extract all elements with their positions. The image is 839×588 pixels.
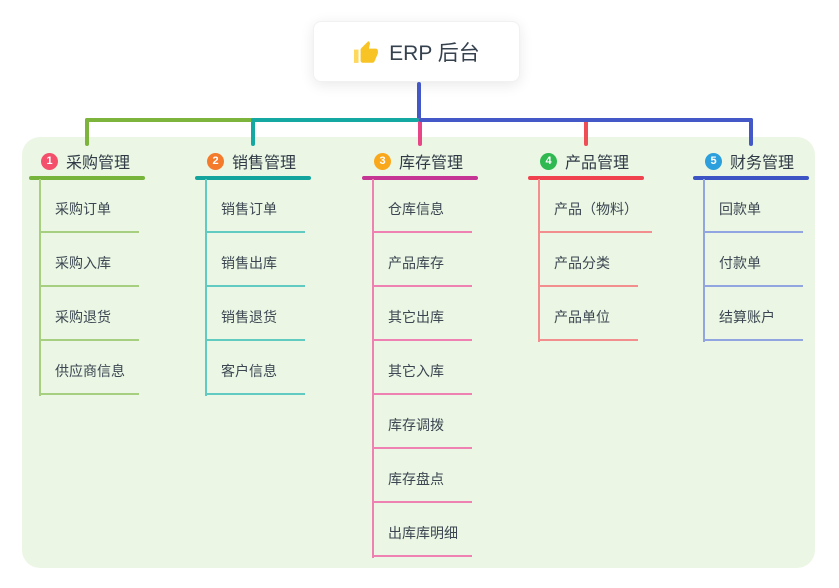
branch-connector-line	[372, 179, 374, 558]
branch-purchase-header[interactable]: 1 采购管理	[41, 148, 130, 174]
branch-item[interactable]: 客户信息	[205, 341, 305, 395]
branch-item[interactable]: 付款单	[703, 233, 803, 287]
branch-item[interactable]: 回款单	[703, 179, 803, 233]
branch-5-drop-line	[749, 118, 753, 146]
branch-underline	[362, 176, 478, 180]
branch-3-drop-line	[418, 118, 422, 146]
branch-1-drop-line	[85, 118, 89, 146]
branch-item[interactable]: 结算账户	[703, 287, 803, 341]
branch-title: 采购管理	[66, 155, 131, 172]
root-connector-stem	[417, 82, 421, 122]
root-node[interactable]: ERP 后台	[313, 21, 520, 82]
branch-item[interactable]: 供应商信息	[39, 341, 139, 395]
branch-underline	[528, 176, 644, 180]
branch-underline	[693, 176, 809, 180]
branch-item[interactable]: 产品（物料）	[538, 179, 652, 233]
branch-index-badge: 4	[540, 152, 557, 170]
branch-item[interactable]: 其它出库	[372, 287, 472, 341]
branch-item[interactable]: 仓库信息	[372, 179, 472, 233]
branch-index-badge: 2	[207, 152, 224, 170]
branch-item[interactable]: 销售订单	[205, 179, 305, 233]
branch-item[interactable]: 库存盘点	[372, 449, 472, 503]
branch-item[interactable]: 其它入库	[372, 341, 472, 395]
branch-title: 库存管理	[399, 155, 464, 172]
branch-item[interactable]: 产品分类	[538, 233, 638, 287]
branch-4-drop-line	[584, 118, 588, 146]
branch-2-drop-line	[251, 118, 255, 146]
branch-connector-line	[538, 179, 540, 342]
branch-title: 财务管理	[730, 155, 795, 172]
branch-title: 销售管理	[232, 155, 297, 172]
branch-item[interactable]: 采购订单	[39, 179, 139, 233]
branch-product-header[interactable]: 4 产品管理	[540, 148, 629, 174]
branch-index-badge: 1	[41, 152, 58, 170]
branch-item[interactable]: 库存调拨	[372, 395, 472, 449]
branch-item[interactable]: 采购退货	[39, 287, 139, 341]
branch-item[interactable]: 出库库明细	[372, 503, 472, 557]
branch-inventory-header[interactable]: 3 库存管理	[374, 148, 463, 174]
branch-item[interactable]: 销售出库	[205, 233, 305, 287]
branches-panel	[22, 137, 815, 568]
thumbs-up-icon	[354, 40, 379, 63]
branch-finance-header[interactable]: 5 财务管理	[705, 148, 794, 174]
branch-title: 产品管理	[565, 155, 630, 172]
trunk-segment-teal	[251, 118, 419, 122]
branch-sales-header[interactable]: 2 销售管理	[207, 148, 296, 174]
branch-index-badge: 3	[374, 152, 391, 170]
branch-underline	[29, 176, 145, 180]
trunk-segment-green	[85, 118, 253, 122]
branch-index-badge: 5	[705, 152, 722, 170]
branch-connector-line	[205, 179, 207, 396]
branch-item[interactable]: 产品单位	[538, 287, 638, 341]
branch-underline	[195, 176, 311, 180]
branch-item[interactable]: 产品库存	[372, 233, 472, 287]
branch-connector-line	[703, 179, 705, 342]
root-label: ERP 后台	[389, 41, 480, 65]
branch-item[interactable]: 销售退货	[205, 287, 305, 341]
branch-item[interactable]: 采购入库	[39, 233, 139, 287]
branch-connector-line	[39, 179, 41, 396]
trunk-segment-blue	[419, 118, 753, 122]
